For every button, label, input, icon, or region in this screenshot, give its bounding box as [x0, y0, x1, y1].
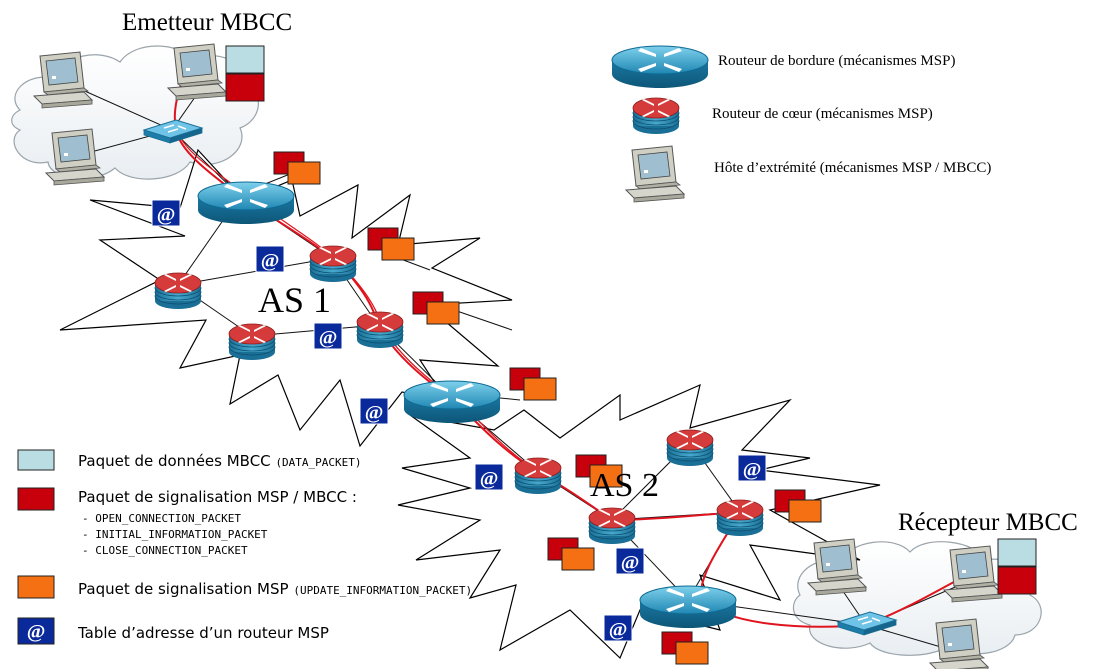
- core-router-as1-b: [154, 272, 202, 310]
- legend-address-table-text: Table d’adresse d’un routeur MSP: [77, 624, 329, 642]
- address-table-6: @: [737, 454, 767, 482]
- core-router-as2-b: [666, 429, 714, 467]
- address-table-8: @: [603, 614, 633, 642]
- legend-signal-item-3: - CLOSE_CONNECTION_PACKET: [82, 544, 248, 557]
- as2-label: AS 2: [590, 467, 659, 504]
- packet-pair-8: [661, 631, 709, 665]
- address-table-1: @: [151, 199, 181, 227]
- legend-core-router-label: Routeur de cœur (mécanismes MSP): [712, 106, 933, 122]
- legend-host-label: Hôte d’extrémité (mécanismes MSP / MBCC): [714, 160, 991, 176]
- core-router-as2-a: [514, 457, 562, 495]
- legend-update-packet: Paquet de signalisation MSP (UPDATE_INFO…: [17, 575, 472, 599]
- as2-region: [397, 383, 881, 660]
- legend-signal-packet-swatch: [17, 487, 55, 511]
- edge-router-as2-bottom: [639, 585, 737, 629]
- legend-signal-packet: Paquet de signalisation MSP / MBCC : - O…: [17, 487, 357, 557]
- svg-text:@: @: [621, 552, 640, 574]
- svg-text:@: @: [480, 468, 499, 490]
- svg-text:@: @: [319, 327, 338, 349]
- legend-address-table-swatch: [17, 617, 55, 645]
- host-sender-main: [167, 43, 227, 101]
- svg-text:@: @: [261, 250, 280, 272]
- address-table-4: @: [359, 397, 389, 425]
- legend-update-packet-swatch: [17, 575, 55, 599]
- svg-text:Paquet de données MBCC (DATA_P: Paquet de données MBCC (DATA_PACKET): [78, 452, 362, 470]
- legend-data-packet-text: Paquet de données MBCC: [78, 452, 271, 470]
- edge-router-legend: [611, 45, 709, 89]
- svg-text:@: @: [157, 204, 176, 226]
- address-table-3: @: [313, 322, 343, 350]
- legend-signal-packet-text: Paquet de signalisation MSP / MBCC :: [78, 488, 357, 506]
- legend-address-table: @ Table d’adresse d’un routeur MSP: [17, 617, 329, 645]
- legend-data-packet-code: (DATA_PACKET): [275, 456, 361, 469]
- address-table-5: @: [474, 463, 504, 491]
- packet-pair-1: [273, 151, 321, 185]
- legend-signal-item-1: - OPEN_CONNECTION_PACKET: [82, 512, 241, 525]
- legend-edge-router-label: Routeur de bordure (mécanismes MSP): [718, 53, 955, 69]
- core-router-as1-d: [356, 311, 404, 349]
- packet-pair-4: [509, 367, 557, 401]
- data-packet-receiver: [997, 538, 1037, 567]
- svg-text:Paquet de signalisation MSP (U: Paquet de signalisation MSP (UPDATE_INFO…: [78, 580, 472, 598]
- address-table-7: @: [615, 547, 645, 575]
- host-receiver-main: [943, 545, 1003, 603]
- core-router-as2-d: [716, 499, 764, 537]
- edge-router-as1-bottom: [403, 380, 501, 424]
- svg-text:@: @: [609, 619, 628, 641]
- legend-update-packet-text: Paquet de signalisation MSP: [78, 580, 289, 598]
- legend-update-packet-code: (UPDATE_INFORMATION_PACKET): [293, 584, 472, 597]
- legend-data-packet: Paquet de données MBCC (DATA_PACKET): [17, 449, 362, 471]
- address-table-2: @: [255, 245, 285, 273]
- legend-at-symbol: @: [27, 621, 46, 643]
- receiver-label: Récepteur MBCC: [898, 509, 1078, 536]
- data-packet-sender: [225, 45, 265, 74]
- host-legend: [625, 145, 685, 203]
- core-router-as1-c: [228, 323, 276, 361]
- signal-packet-receiver: [997, 566, 1037, 595]
- svg-text:@: @: [743, 459, 762, 481]
- edge-router-as1-top: [197, 181, 295, 225]
- svg-text:@: @: [365, 402, 384, 424]
- core-router-as1-a: [309, 245, 357, 283]
- signal-packet-sender: [225, 73, 265, 102]
- legend-signal-item-2: - INITIAL_INFORMATION_PACKET: [82, 528, 268, 541]
- core-router-as2-c: [588, 507, 636, 545]
- sender-label: Emetteur MBCC: [122, 9, 292, 36]
- core-router-legend: [632, 97, 680, 135]
- legend-data-packet-swatch: [17, 449, 55, 471]
- as1-label: AS 1: [258, 280, 331, 320]
